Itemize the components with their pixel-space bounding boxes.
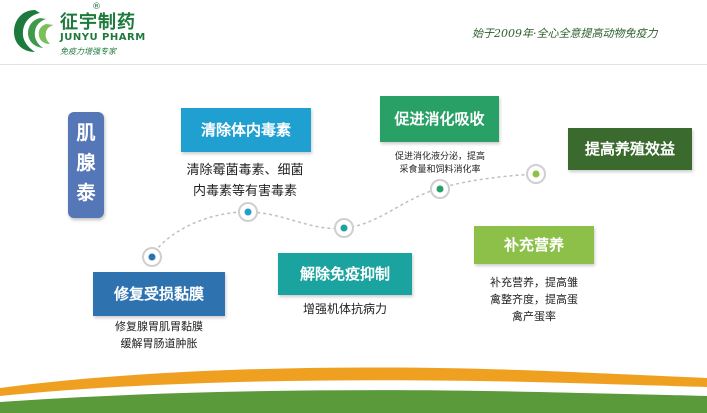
registered-mark: ®	[92, 2, 101, 12]
path-dot-5	[526, 164, 546, 184]
step-clear-toxins-desc: 清除霉菌毒素、细菌 内毒素等有害毒素	[186, 163, 304, 199]
header-divider	[0, 64, 707, 65]
header-slogan: 始于2009年·全心全意提高动物免疫力	[472, 27, 658, 40]
step-supplement-nutrition-desc: 补充营养，提高雏 禽整齐度，提高蛋 禽产蛋率	[490, 276, 578, 323]
path-dot-2	[238, 202, 258, 222]
step-relieve-immunosuppression-title: 解除免疫抑制	[278, 253, 412, 295]
step-repair-mucosa-title: 修复受损黏膜	[93, 272, 225, 316]
logo-chinese-name: 征宇制药	[60, 12, 136, 33]
step-promote-digestion-title: 促进消化吸收	[380, 96, 499, 142]
footer-wave-decoration	[0, 367, 707, 413]
logo-tagline: 免疫力增强专家	[60, 47, 116, 56]
step-improve-benefits-title: 提高养殖效益	[568, 128, 692, 170]
product-name-label: 肌 腺 泰	[68, 112, 104, 218]
product-char-1: 肌	[76, 122, 96, 144]
step-clear-toxins-title: 清除体内毒素	[181, 108, 311, 152]
path-dot-4	[430, 179, 450, 199]
logo-english-name: JUNYU PHARM	[60, 32, 146, 43]
product-char-2: 腺	[76, 152, 96, 174]
step-relieve-immunosuppression-desc: 增强机体抗病力	[302, 302, 387, 316]
junyu-logo-icon	[14, 10, 54, 52]
step-supplement-nutrition-title: 补充营养	[474, 226, 594, 264]
path-dot-1	[142, 247, 162, 267]
path-dot-3	[334, 218, 354, 238]
product-char-3: 泰	[76, 182, 96, 204]
step-promote-digestion-desc: 促进消化液分泌，提高 采食量和饲料消化率	[394, 152, 485, 175]
step-repair-mucosa-desc: 修复腺胃肌胃黏膜 缓解胃肠道肿胀	[115, 320, 203, 350]
